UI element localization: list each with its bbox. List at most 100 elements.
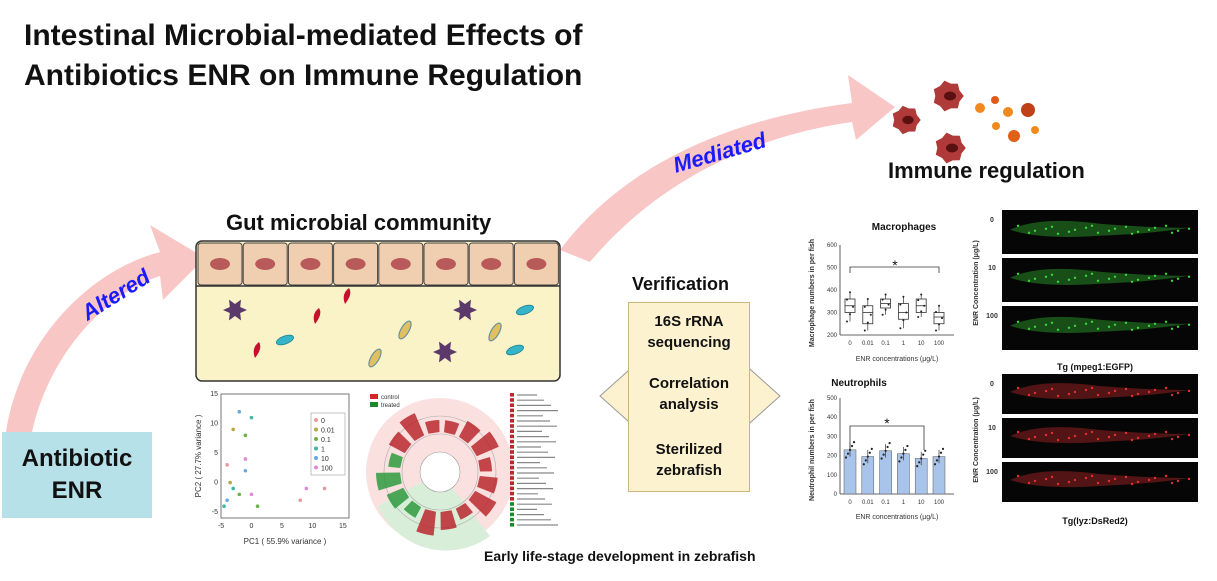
fluorescent-cell	[1084, 274, 1088, 277]
macrophages-xtick: 1	[902, 341, 906, 347]
fluorescent-cell	[1033, 479, 1037, 483]
taxa-marker	[510, 429, 514, 433]
lefse-wedge	[399, 413, 425, 442]
granule	[1008, 130, 1020, 142]
taxa-marker	[510, 523, 514, 527]
fluorescent-cell	[1016, 474, 1020, 478]
fluorescent-cell	[1107, 435, 1111, 439]
lefse-wedge	[388, 431, 412, 454]
macrophages-point	[866, 298, 869, 300]
fluorescent-cell	[1107, 479, 1111, 483]
neutrophils-point	[852, 441, 856, 444]
taxa-marker	[510, 471, 514, 475]
macrophages-point	[863, 329, 866, 332]
fluorescent-cell	[1027, 231, 1031, 234]
pca-point	[231, 427, 235, 432]
fluorescent-cell	[1147, 478, 1151, 482]
fluorescent-cell	[1107, 277, 1111, 280]
macrophages-xtick: 0.01	[862, 341, 874, 347]
lefse-wedge	[403, 500, 422, 518]
verification-item-sequencing: 16S rRNA sequencing	[647, 313, 731, 351]
lefse-legend-treated: treated	[381, 403, 400, 409]
microbe-rod	[516, 304, 534, 316]
fluorescent-cell	[1187, 227, 1191, 230]
fluorescent-cell	[1170, 437, 1174, 441]
neutrophils-point	[862, 463, 865, 466]
fluorescent-cell	[1044, 389, 1048, 393]
macrophages-point	[917, 299, 920, 302]
taxa-marker	[510, 445, 514, 449]
microbe-red	[313, 308, 321, 324]
fish-body-glow	[1010, 220, 1190, 237]
pca-point	[304, 486, 309, 491]
macrophages-ytick: 300	[827, 311, 838, 317]
macrophages-point	[852, 305, 854, 308]
granule	[1003, 107, 1013, 117]
macrophages-point	[846, 320, 848, 323]
cell-nucleus	[300, 258, 321, 270]
fish-row-label: 0	[990, 217, 994, 224]
granule	[975, 103, 985, 113]
macrophages-point	[938, 304, 940, 307]
neutrophils-xtick: 10	[918, 500, 925, 506]
fluorescent-cell	[1073, 390, 1077, 394]
macrophages-xtick: 0.1	[881, 341, 890, 347]
cell-nucleus	[481, 258, 502, 270]
fluorescent-cell	[1016, 430, 1020, 434]
fluorescent-cell	[1176, 277, 1180, 280]
neutrophils-point	[922, 453, 925, 456]
pca-xtick: -5	[218, 523, 224, 530]
fluorescent-cell	[1044, 227, 1048, 230]
macrophages-ylabel: Macrophage numbers in per fish	[809, 239, 816, 347]
cell-nucleus	[526, 258, 547, 270]
fluorescent-cell	[1113, 433, 1117, 437]
granule	[992, 122, 1000, 130]
fluorescent-cell	[1136, 480, 1140, 484]
fluorescent-cell	[1176, 325, 1180, 328]
neutrophils-xtick: 0	[848, 500, 852, 506]
pca-point	[237, 492, 242, 497]
taxa-marker	[510, 497, 514, 501]
fluorescent-cell	[1056, 232, 1060, 235]
fish-row-label: 100	[986, 469, 998, 476]
lefse-wedge	[443, 420, 460, 435]
neutrophils-point	[916, 465, 919, 468]
neutrophils-point	[886, 445, 889, 449]
fluorescent-cell	[1090, 272, 1094, 275]
pca-legend-marker	[314, 427, 318, 432]
neutrophils-point	[924, 449, 927, 452]
fish-body-glow	[1010, 471, 1190, 488]
fluorescent-cell	[1187, 323, 1191, 326]
neutrophils-point	[941, 447, 945, 450]
macrophages-point	[884, 293, 887, 296]
fluorescent-cell	[1164, 224, 1168, 227]
neutrophils-point	[933, 463, 937, 466]
pca-ytick: 0	[214, 480, 218, 487]
pca-legend-label: 10	[321, 456, 329, 463]
neutrophils-ytick: 200	[827, 454, 838, 460]
pca-point	[231, 486, 235, 491]
pca-point	[228, 480, 232, 485]
microbe-spiky	[453, 299, 477, 321]
fluorescent-cell	[1050, 387, 1054, 391]
fish-row-label: 10	[988, 265, 996, 272]
macrophages-box	[862, 305, 874, 325]
macrophages-title: Macrophages	[872, 222, 937, 233]
fluorescent-cell	[1096, 481, 1100, 485]
fluorescent-cell	[1067, 278, 1071, 281]
macrophages-point	[849, 291, 851, 294]
fluorescent-cell	[1067, 230, 1071, 233]
pca-legend-marker	[314, 446, 318, 451]
pca-point	[225, 463, 229, 467]
pca-xtick: 10	[309, 523, 317, 530]
neutrophils-point	[920, 457, 923, 460]
fish-body-glow	[1010, 427, 1190, 444]
fluorescent-cell	[1056, 394, 1060, 398]
taxa-marker	[510, 460, 514, 465]
macrophages-point	[935, 329, 937, 332]
fish-green-axis-label: ENR Concentration (μg/L)	[973, 240, 980, 326]
cell-nucleus	[390, 258, 411, 270]
macrophages-point	[941, 317, 943, 320]
